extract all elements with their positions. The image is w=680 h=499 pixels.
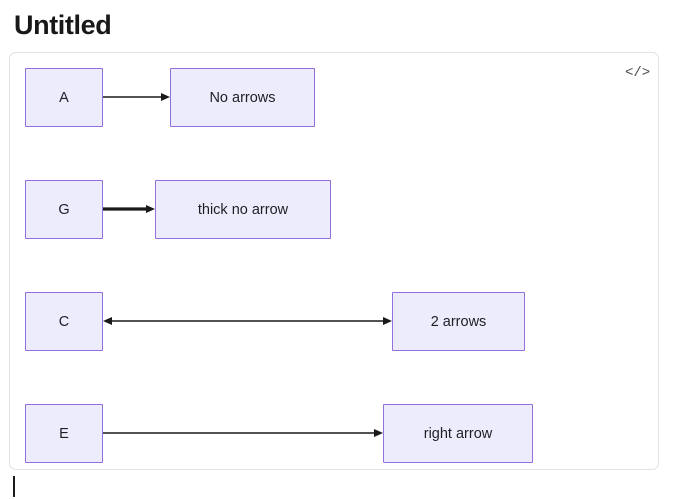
- node-label: thick no arrow: [197, 201, 289, 218]
- diagram-node-e[interactable]: E: [25, 404, 103, 463]
- node-label: 2 arrows: [430, 313, 487, 330]
- diagram-node-g[interactable]: G: [25, 180, 103, 239]
- edge-g-to-thick-no-arrow[interactable]: [103, 205, 155, 213]
- text-caret: [13, 476, 15, 497]
- node-label: G: [58, 201, 70, 218]
- page-title: Untitled: [14, 10, 112, 40]
- diagram-node-a[interactable]: A: [25, 68, 103, 127]
- arrowhead-end: [161, 93, 170, 101]
- node-label: right arrow: [423, 425, 493, 442]
- diagram-node-f[interactable]: right arrow: [383, 404, 533, 463]
- arrowhead-end: [146, 205, 155, 213]
- diagram-node-d[interactable]: 2 arrows: [392, 292, 525, 351]
- diagram-node-c[interactable]: C: [25, 292, 103, 351]
- diagram-node-b[interactable]: No arrows: [170, 68, 315, 127]
- edge-c-to-2-arrows[interactable]: [103, 317, 392, 325]
- node-label: A: [59, 89, 69, 106]
- edge-e-to-right-arrow[interactable]: [103, 429, 383, 437]
- node-label: C: [58, 313, 70, 330]
- arrowhead-end: [374, 429, 383, 437]
- arrowhead-end: [383, 317, 392, 325]
- code-icon[interactable]: </>: [625, 65, 651, 81]
- edge-a-to-no-arrows[interactable]: [103, 93, 170, 101]
- diagram-node-h[interactable]: thick no arrow: [155, 180, 331, 239]
- arrowhead-start: [103, 317, 112, 325]
- node-label: No arrows: [209, 89, 276, 106]
- edge-layer: [103, 93, 392, 437]
- node-label: E: [59, 425, 69, 442]
